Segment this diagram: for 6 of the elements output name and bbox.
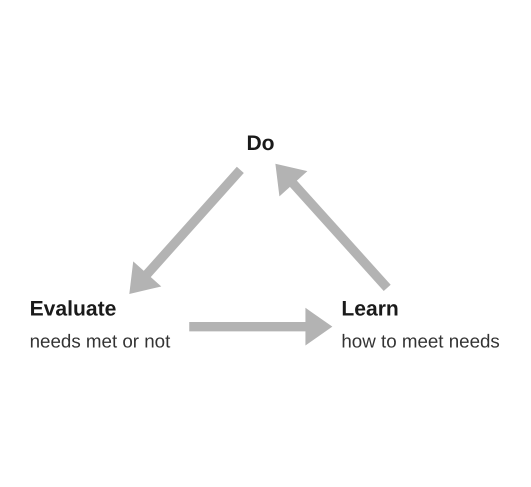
node-text: Learn how to meet needs: [341, 296, 500, 351]
arrow: [275, 163, 391, 290]
arrow: [129, 166, 244, 294]
node-text: Evaluate needs met or not: [30, 296, 170, 351]
arrow: [189, 307, 332, 345]
node-text: Do: [246, 132, 275, 155]
